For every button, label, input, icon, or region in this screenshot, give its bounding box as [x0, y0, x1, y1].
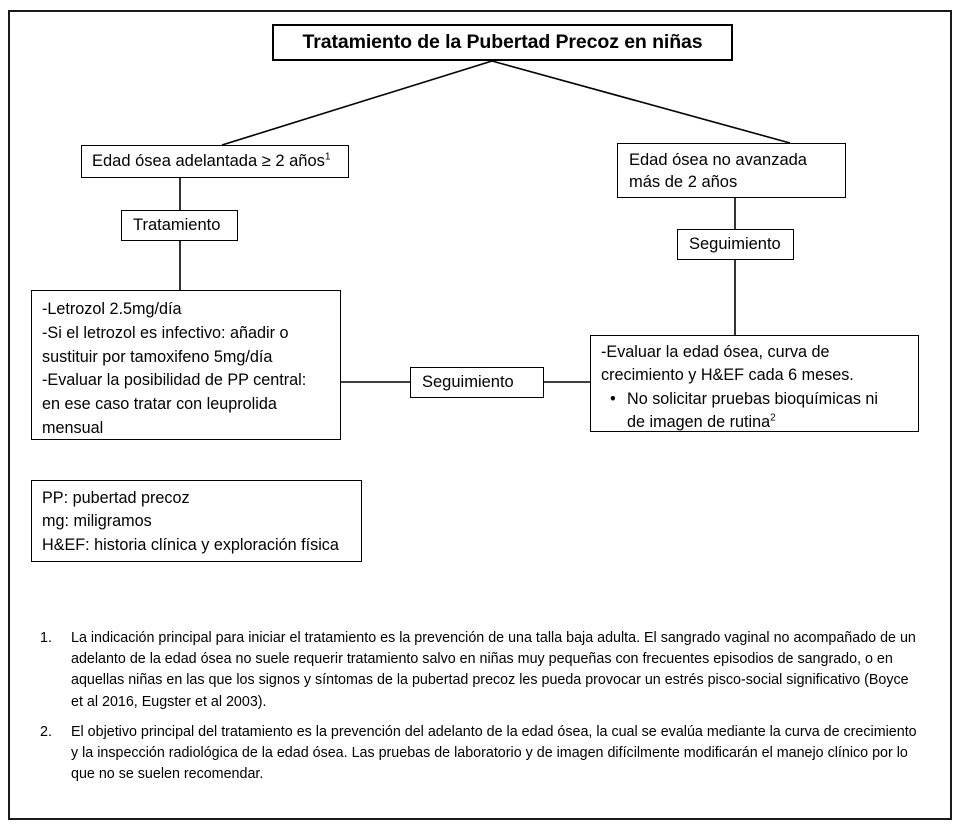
outer-frame	[8, 10, 952, 820]
node-seguimiento-right: Seguimiento	[677, 229, 794, 260]
right-condition-line-1: Edad ósea no avanzada	[629, 150, 807, 169]
followup-detail-line: -Evaluar la edad ósea, curva de	[601, 343, 830, 361]
legend-line: PP: pubertad precoz	[42, 489, 190, 507]
footnote-text: La indicación principal para iniciar el …	[71, 630, 916, 710]
seguimiento-middle-text: Seguimiento	[422, 373, 514, 391]
title-text: Tratamiento de la Pubertad Precoz en niñ…	[302, 31, 703, 53]
treatment-detail-line: en ese caso tratar con leuprolida	[42, 395, 277, 414]
bullet-dot-icon: •	[610, 389, 616, 408]
tratamiento-text: Tratamiento	[133, 216, 221, 234]
followup-bullet-text-2-label: de imagen de rutina	[627, 412, 771, 431]
followup-bullet-text-1: No solicitar pruebas bioquímicas ni	[627, 389, 879, 408]
footnote-item: 1. La indicación principal para iniciar …	[40, 628, 920, 713]
treatment-detail-line: -Evaluar la posibilidad de PP central:	[42, 371, 307, 390]
seguimiento-right-text: Seguimiento	[689, 235, 781, 253]
connector-title-to-left	[221, 60, 493, 146]
node-right-condition: Edad ósea no avanzada más de 2 años	[617, 143, 846, 198]
footnotes-list: 1. La indicación principal para iniciar …	[40, 628, 920, 794]
footnote-marker: 2.	[40, 723, 52, 740]
followup-bullet-text-2: de imagen de rutina2	[627, 411, 776, 434]
treatment-detail-line: sustituir por tamoxifeno 5mg/día	[42, 347, 273, 366]
left-condition-text: Edad ósea adelantada ≥ 2 años1	[92, 152, 348, 171]
right-condition-line-2: más de 2 años	[629, 172, 738, 191]
left-condition-label: Edad ósea adelantada ≥ 2 años	[92, 152, 325, 170]
followup-bullet-line: • No solicitar pruebas bioquímicas ni	[601, 388, 910, 411]
footnote-marker: 1.	[40, 630, 52, 646]
treatment-detail-line: -Letrozol 2.5mg/día	[42, 300, 182, 318]
followup-detail-line: crecimiento y H&EF cada 6 meses.	[601, 366, 854, 385]
node-seguimiento-middle: Seguimiento	[410, 367, 544, 398]
footnote-item: 2. El objetivo principal del tratamiento…	[40, 722, 920, 786]
legend-line: H&EF: historia clínica y exploración fís…	[42, 535, 339, 554]
followup-bullet-line: de imagen de rutina2	[601, 411, 910, 434]
node-treatment-details: -Letrozol 2.5mg/día -Si el letrozol es i…	[31, 290, 341, 440]
left-condition-superscript: 1	[324, 151, 331, 163]
node-abbreviations-legend: PP: pubertad precoz mg: miligramos H&EF:…	[31, 480, 362, 562]
connector-title-to-right	[491, 60, 791, 144]
footnote-text: El objetivo principal del tratamiento es…	[71, 723, 917, 783]
followup-bullet-superscript: 2	[770, 412, 776, 424]
node-tratamiento: Tratamiento	[121, 210, 238, 241]
legend-line: mg: miligramos	[42, 512, 152, 531]
node-followup-details: -Evaluar la edad ósea, curva de crecimie…	[590, 335, 919, 432]
node-title: Tratamiento de la Pubertad Precoz en niñ…	[272, 24, 733, 61]
bullet-spacer	[601, 411, 627, 434]
treatment-detail-line: -Si el letrozol es infectivo: añadir o	[42, 323, 289, 342]
treatment-detail-line: mensual	[42, 418, 104, 437]
node-left-condition: Edad ósea adelantada ≥ 2 años1	[81, 145, 349, 178]
